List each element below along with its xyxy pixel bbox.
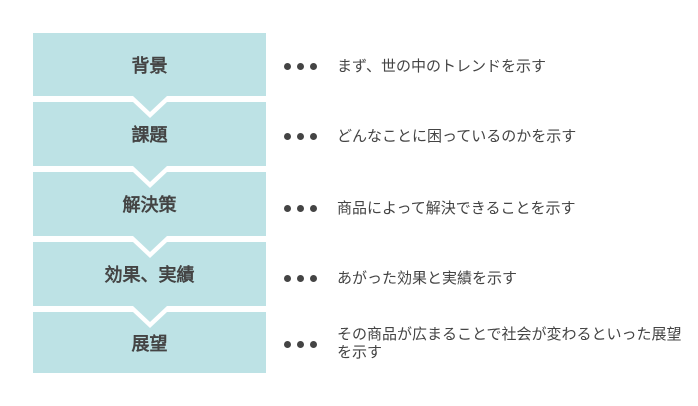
step-description: その商品が広まることで社会が変わるといった展望を示す [337, 325, 682, 361]
ellipsis-dots-icon [284, 63, 317, 70]
step-label: 展望 [131, 333, 168, 355]
step-box-issue: 課題 [33, 102, 266, 166]
step-box-background: 背景 [33, 33, 266, 96]
step-description: あがった効果と実績を示す [337, 269, 518, 287]
ellipsis-dots-icon [284, 275, 317, 282]
step-box-solution: 解決策 [33, 172, 266, 236]
step-box-results: 効果、実績 [33, 242, 266, 306]
step-label: 効果、実績 [104, 265, 195, 286]
ellipsis-dots-icon [284, 133, 317, 140]
step-description: まず、世の中のトレンドを示す [337, 57, 546, 75]
step-label: 課題 [131, 125, 168, 146]
step-description: どんなことに困っているのかを示す [337, 127, 577, 145]
step-description: 商品によって解決できることを示す [337, 199, 576, 217]
ellipsis-dots-icon [284, 205, 317, 212]
step-label: 解決策 [122, 195, 177, 216]
step-label: 背景 [131, 55, 168, 77]
ellipsis-dots-icon [284, 341, 317, 348]
